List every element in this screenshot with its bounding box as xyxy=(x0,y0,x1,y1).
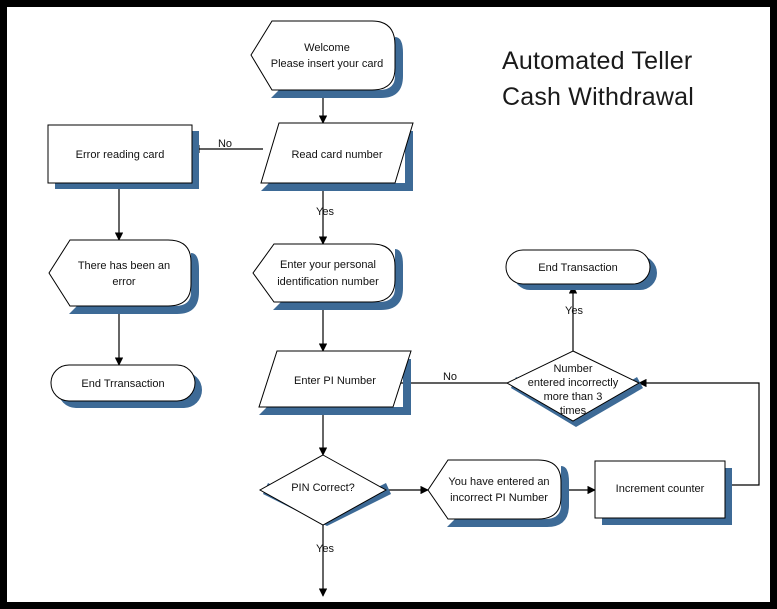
there-has-been-error-shadow xyxy=(69,253,199,314)
node-pin-correct[interactable]: PIN Correct? xyxy=(258,454,391,526)
there-has-been-error-line1: There has been an xyxy=(78,260,170,272)
end-trransaction-shape xyxy=(50,364,196,402)
edge-label-more-than-3-no: No xyxy=(443,371,457,383)
node-increment-counter[interactable]: Increment counter xyxy=(594,460,732,525)
incorrect-pi-shadow xyxy=(447,466,569,527)
more-than-3-line1: Number xyxy=(553,363,592,375)
welcome-label-line1: Welcome xyxy=(304,42,350,54)
edge-label-read-card-no: No xyxy=(218,138,232,150)
incorrect-pi-line2: incorrect PI Number xyxy=(450,492,548,504)
node-there-has-been-an-error[interactable]: There has been an error xyxy=(48,239,199,314)
read-card-shape xyxy=(260,122,414,184)
enter-pi-label: Enter PI Number xyxy=(294,375,376,387)
connector-increment-to-more-than-3 xyxy=(638,378,760,486)
more-than-3-line2: entered incorrectly xyxy=(528,377,619,389)
node-enter-pi-number[interactable]: Enter PI Number xyxy=(258,350,412,415)
increment-counter-shape xyxy=(594,460,726,519)
there-has-been-error-line2: error xyxy=(112,276,136,288)
edge-label-read-card-yes: Yes xyxy=(316,206,334,218)
enter-pi-shadow xyxy=(259,359,411,415)
welcome-shape xyxy=(250,20,396,91)
node-incorrect-pi-message[interactable]: You have entered an incorrect PI Number xyxy=(427,459,569,527)
pin-correct-label: PIN Correct? xyxy=(291,482,355,494)
edge-label-pin-correct-yes: Yes xyxy=(316,543,334,555)
incorrect-pi-line1: You have entered an xyxy=(448,476,549,488)
error-reading-label: Error reading card xyxy=(76,149,165,161)
more-than-3-line3: more than 3 xyxy=(544,391,603,403)
personal-id-shape xyxy=(252,243,396,303)
error-reading-shape xyxy=(47,124,193,184)
diagram-title-line2: Cash Withdrawal xyxy=(502,83,694,111)
there-has-been-error-shape xyxy=(48,239,192,307)
flowchart-diagram: Welcome Please insert your card Read car… xyxy=(47,20,760,597)
personal-id-shadow xyxy=(273,249,403,310)
increment-counter-label: Increment counter xyxy=(616,483,705,495)
node-read-card-number[interactable]: Read card number xyxy=(260,122,414,191)
node-more-than-3-times[interactable]: Number entered incorrectly more than 3 t… xyxy=(505,350,643,427)
end-trransaction-label: End Trransaction xyxy=(81,378,164,390)
node-end-trransaction[interactable]: End Trransaction xyxy=(50,364,202,408)
node-end-transaction[interactable]: End Transaction xyxy=(505,249,657,290)
more-than-3-line4: times xyxy=(560,405,587,417)
incorrect-pi-shape xyxy=(427,459,562,520)
more-than-3-shape xyxy=(505,350,641,422)
end-transaction-label: End Transaction xyxy=(538,262,618,274)
pin-correct-shape xyxy=(258,454,388,526)
welcome-shadow xyxy=(271,37,403,98)
personal-id-line2: identification number xyxy=(277,276,379,288)
edge-label-more-than-3-yes: Yes xyxy=(565,305,583,317)
read-card-label: Read card number xyxy=(291,149,382,161)
diagram-title-line1: Automated Teller xyxy=(502,47,692,75)
read-card-shadow xyxy=(261,131,413,191)
node-enter-personal-identification[interactable]: Enter your personal identification numbe… xyxy=(252,243,403,310)
end-transaction-shape xyxy=(505,249,651,285)
enter-pi-shape xyxy=(258,350,412,408)
node-error-reading-card[interactable]: Error reading card xyxy=(47,124,199,189)
personal-id-line1: Enter your personal xyxy=(280,259,376,271)
node-welcome[interactable]: Welcome Please insert your card xyxy=(250,20,403,98)
welcome-label-line2: Please insert your card xyxy=(271,58,384,70)
